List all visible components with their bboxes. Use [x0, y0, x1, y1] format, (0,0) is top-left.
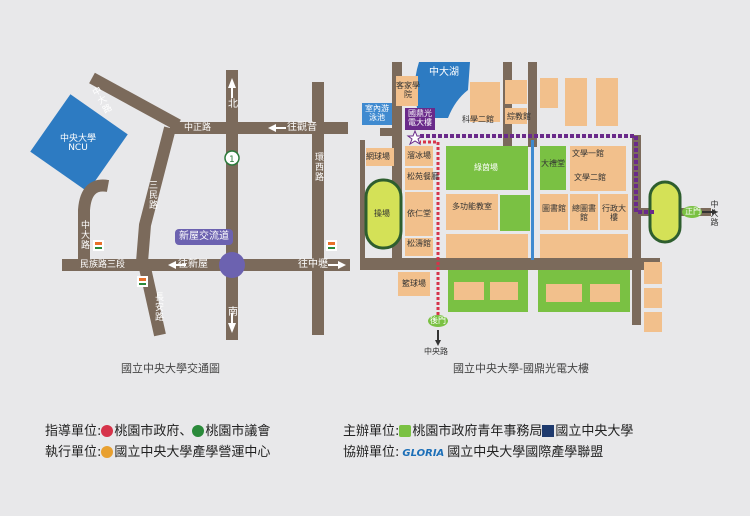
building-guoding: 國鼎光電大樓: [408, 109, 432, 127]
credit-exec: 執行單位: 國立中央大學產學營運中心: [45, 446, 270, 459]
building-ch: 總圖書館: [572, 204, 596, 222]
destination-star-icon: [406, 129, 424, 146]
taoyuan-council-logo-icon: [192, 425, 205, 437]
building-laoshi: 松苑餐廳: [407, 172, 439, 181]
right-map-caption: 國立中央大學-國鼎光電大樓: [453, 362, 589, 375]
credit-co-1: 國立中央大學國際產學聯盟: [447, 445, 604, 460]
south-arrow: [228, 313, 236, 333]
gloria-logo: GLORIA: [402, 448, 445, 459]
road-label-minzu: 民族路三段: [80, 260, 126, 270]
campus-abbr: NCU: [68, 143, 88, 153]
lake: [414, 62, 470, 118]
building-ice: 溜冰場: [407, 151, 431, 160]
building-wen: 籃球場: [402, 279, 426, 288]
building-dalou: 大禮堂: [541, 159, 565, 168]
credit-host-label: 主辦單位:: [343, 424, 400, 439]
road-label-zhongzheng: 中正路: [184, 123, 212, 133]
front-gate-label: 正門: [685, 207, 701, 216]
road-label-zhongda-right: 中大路: [710, 200, 719, 227]
guoding-building: [405, 108, 435, 130]
building-jing: 依仁堂: [407, 209, 431, 218]
credit-guide-2: 桃園市議會: [205, 424, 271, 439]
road-zhongda-curve: [78, 179, 110, 262]
sports-field: [364, 178, 403, 250]
green-label: 綠茵場: [474, 163, 498, 172]
road-label-changan: 長安路: [153, 292, 163, 322]
building-lib: 圖書館: [542, 204, 566, 213]
road-zhongda: [89, 72, 181, 131]
store-icon: [326, 240, 337, 251]
ncu-logo-icon: [542, 425, 555, 437]
north-label: 北: [228, 99, 238, 110]
left-map-caption: 國立中央大學交通圖: [121, 362, 220, 375]
campus-name: 中央大學: [60, 134, 97, 144]
building-zonghe: 綜教館: [507, 112, 531, 121]
campus-map: [360, 62, 718, 346]
store-icon: [93, 240, 104, 251]
building-wener: 文學二館: [574, 173, 606, 182]
campus-area: [30, 94, 128, 192]
back-gate-label: 後門: [430, 316, 446, 325]
road-label-to-zhongli: 往中壢: [298, 259, 328, 270]
credit-guide: 指導單位: 桃園市政府、桃園市議會: [45, 425, 270, 438]
credit-sep: 、: [179, 424, 193, 439]
credit-exec-label: 執行單位:: [45, 445, 102, 460]
campus-blue-path: [531, 140, 534, 260]
taoyuan-gov-logo-icon: [101, 425, 114, 437]
building-xiangyan: 松濤館: [407, 239, 431, 248]
building-kejia: 客家學院: [396, 81, 420, 99]
building-admin: 行政大樓: [602, 204, 626, 222]
road-label-zhongyang: 中央路: [424, 347, 448, 356]
lake-label: 中大湖: [429, 67, 459, 78]
interchange-marker: [219, 252, 245, 278]
youth-bureau-logo-icon: [399, 425, 412, 437]
road-arrows: [168, 124, 346, 269]
north-arrow: [228, 78, 236, 98]
pool-building: [362, 103, 392, 125]
field-label: 操場: [374, 209, 390, 218]
building-multi: 多功能教室: [452, 202, 492, 211]
back-gate-marker: [428, 315, 448, 327]
building-tennis: 網球場: [366, 152, 390, 161]
road-label-sanmin: 三民路: [147, 180, 157, 210]
credit-host-1: 桃園市政府青年事務局: [412, 424, 543, 439]
sports-field: [648, 180, 682, 244]
building-kejiao2: 科學二館: [462, 115, 494, 124]
svg-text:1: 1: [229, 155, 235, 165]
route-from-front-gate: [420, 134, 656, 214]
building-wenyi: 文學一館: [572, 149, 604, 158]
road-label-huanxi: 環西路: [313, 152, 323, 182]
route-sign-icon: [224, 150, 240, 166]
credit-host: 主辦單位: 桃園市政府青年事務局國立中央大學: [343, 425, 633, 438]
credit-guide-1: 桃園市政府: [114, 424, 180, 439]
ncu-innovation-logo-icon: [101, 446, 114, 458]
credit-co-label: 協辦單位:: [343, 445, 400, 460]
credit-guide-label: 指導單位:: [45, 424, 102, 439]
credit-host-2: 國立中央大學: [555, 424, 634, 439]
store-icon: [137, 276, 148, 287]
road-label-zhongda-left: 中大路: [79, 220, 89, 250]
road-label-to-guanyin: 往觀音: [287, 122, 317, 133]
route-from-back-gate: [420, 140, 440, 320]
south-label: 南: [228, 307, 238, 318]
road-sanmin: [136, 126, 176, 263]
traffic-map: 1: [30, 70, 350, 340]
building-pool: 室內游泳池: [365, 104, 389, 122]
credit-exec-1: 國立中央大學產學營運中心: [114, 445, 271, 460]
road-label-to-xinwu: 往新屋: [178, 259, 208, 270]
interchange-label: 新屋交流道: [175, 229, 233, 245]
front-gate-marker: [682, 206, 702, 218]
